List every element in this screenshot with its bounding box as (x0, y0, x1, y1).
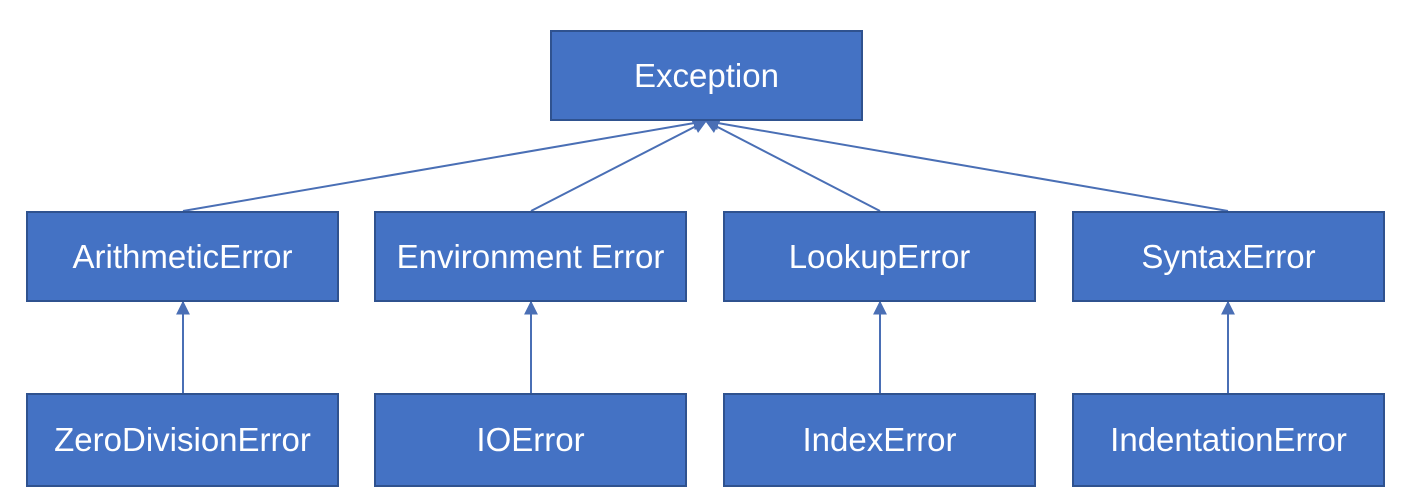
connector-lookup-to-exception (704, 120, 881, 212)
node-label: Exception (634, 56, 779, 94)
node-indentation-error: IndentationError (1072, 393, 1385, 487)
node-label: IOError (476, 421, 585, 458)
node-lookup-error: LookupError (723, 211, 1036, 302)
node-label: IndexError (802, 421, 957, 458)
node-io-error: IOError (374, 393, 687, 487)
node-zero-division-error: ZeroDivisionError (26, 393, 339, 487)
connector-syntax-to-exception (704, 116, 1229, 212)
node-label: Environment Error (396, 237, 665, 275)
node-arithmetic-error: ArithmeticError (26, 211, 339, 302)
node-exception: Exception (550, 30, 863, 121)
node-label: ZeroDivisionError (54, 421, 311, 458)
node-syntax-error: SyntaxError (1072, 211, 1385, 302)
node-label: ArithmeticError (72, 237, 293, 275)
connector-environment-to-exception (530, 120, 708, 212)
node-index-error: IndexError (723, 393, 1036, 487)
node-label: LookupError (788, 237, 971, 275)
node-environment-error: Environment Error (374, 211, 687, 302)
connector-arithmetic-to-exception (182, 116, 708, 212)
node-label: IndentationError (1110, 421, 1347, 458)
node-label: SyntaxError (1141, 237, 1316, 275)
